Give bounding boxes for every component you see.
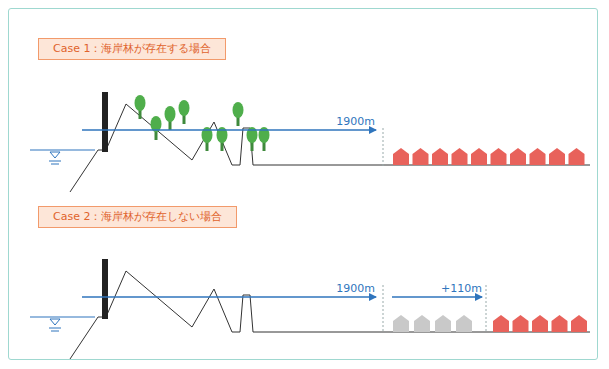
house-icon xyxy=(571,315,587,332)
house-icon xyxy=(452,148,468,165)
tree-crown xyxy=(135,95,146,111)
house-icon xyxy=(456,315,472,332)
tree-trunk xyxy=(183,115,186,124)
panel-frame xyxy=(8,8,598,360)
house-icon xyxy=(432,148,448,165)
house-icon xyxy=(435,315,451,332)
tree-trunk xyxy=(139,110,142,119)
tree-trunk xyxy=(237,117,240,126)
tree-trunk xyxy=(251,142,254,151)
house-icon xyxy=(532,315,548,332)
scene-without-forest xyxy=(30,259,590,359)
house-icon xyxy=(569,148,585,165)
house-icon xyxy=(393,148,409,165)
house-icon xyxy=(413,148,429,165)
tree-crown xyxy=(165,106,176,122)
tree-crown xyxy=(179,100,190,116)
scene-with-forest xyxy=(30,92,590,192)
case-label-box: Case 2：海岸林が存在しない場合 xyxy=(38,206,237,228)
tree-crown xyxy=(233,102,244,118)
house-icon xyxy=(414,315,430,332)
house-icon xyxy=(493,315,509,332)
tree-trunk xyxy=(206,142,209,151)
house-icon xyxy=(549,148,565,165)
house-icon xyxy=(491,148,507,165)
tree-trunk xyxy=(221,142,224,151)
tree-trunk xyxy=(155,131,158,140)
distance-label: 1900m xyxy=(335,115,376,128)
case-label-text: Case 2：海岸林が存在しない場合 xyxy=(53,210,222,223)
house-icon xyxy=(513,315,529,332)
house-icon xyxy=(530,148,546,165)
house-icon xyxy=(393,315,409,332)
case-label-box: Case 1：海岸林が存在する場合 xyxy=(38,38,226,60)
house-icon xyxy=(510,148,526,165)
case-label-text: Case 1：海岸林が存在する場合 xyxy=(53,42,211,55)
distance-label: +110m xyxy=(440,282,483,295)
house-icon xyxy=(552,315,568,332)
distance-label: 1900m xyxy=(335,282,376,295)
house-icon xyxy=(471,148,487,165)
tree-trunk xyxy=(169,121,172,130)
tree-trunk xyxy=(263,142,266,151)
